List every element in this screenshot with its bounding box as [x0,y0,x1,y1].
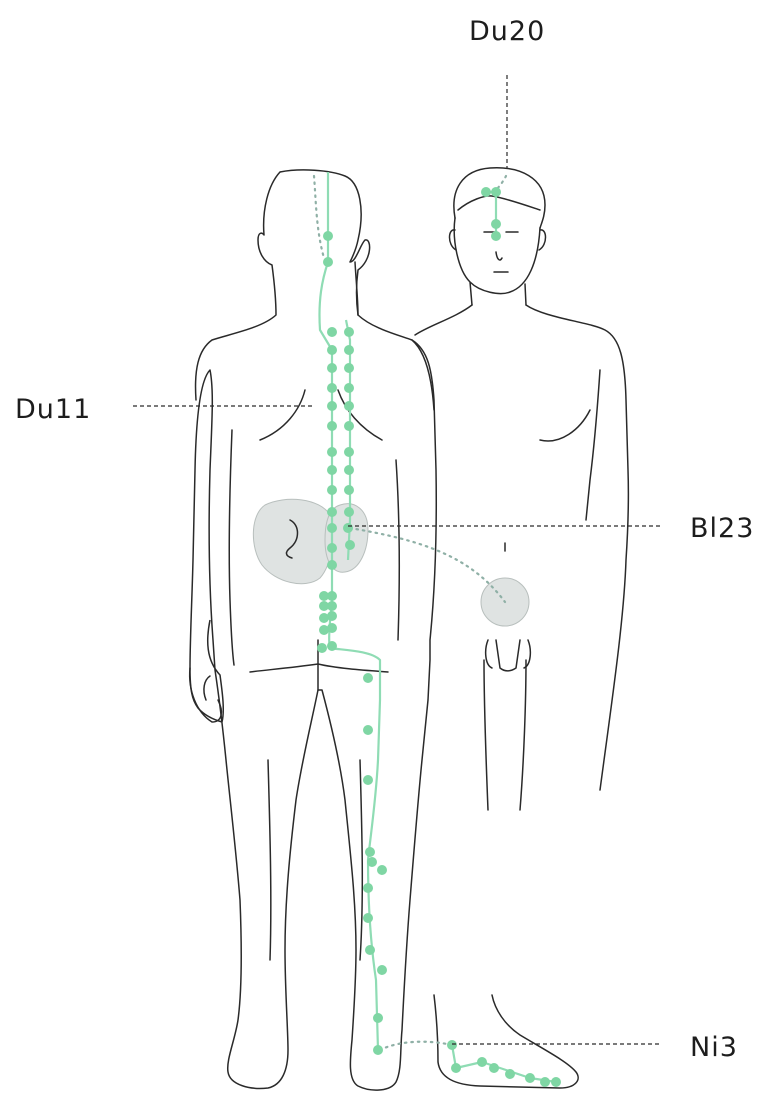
meridian-head-front [486,192,496,236]
acupoint-dot [491,219,501,229]
acupoint-dot [317,643,327,653]
acupoint-dot [327,465,337,475]
acupoint-dot [327,383,337,393]
ni3-label: Ni3 [690,1032,738,1063]
acupoint-dot [323,231,333,241]
acupoint-dot [327,641,337,651]
acupoint-dot [540,1077,550,1087]
acupoint-dot [345,540,355,550]
back-figure-outline [190,170,436,1090]
acupoint-dot [525,1073,535,1083]
acupoint-dot [319,601,329,611]
du20-label: Du20 [469,16,545,47]
acupoint-dot [327,363,337,373]
acupoint-dot [344,401,354,411]
front-figure-hairline [458,196,540,210]
front-figure-legs [484,660,526,810]
acupoint-dot [344,465,354,475]
acupoint-dot [491,187,501,197]
acupoint-dot [344,327,354,337]
acupoint-dot [327,560,337,570]
acupoint-dot [489,1063,499,1073]
acupoint-dot [447,1040,457,1050]
acupoint-dot [344,383,354,393]
acupoint-dot [327,345,337,355]
meridian-foot-line [452,1045,556,1082]
front-figure-face [454,218,540,305]
acupoint-dot [327,401,337,411]
front-figure-arm [540,370,600,520]
bl23-label: Bl23 [690,513,754,544]
front-figure-torso [415,305,628,790]
acupoint-dot [363,883,373,893]
acupoint-dot [319,625,329,635]
acupoint-dot [344,507,354,517]
acupoint-dot [319,613,329,623]
acupoint-dot [477,1057,487,1067]
acupoint-dot [327,543,337,553]
acupoint-dot [323,257,333,267]
acupoint-dot [344,447,354,457]
acupoint-dot [367,857,377,867]
acupoint-dot [365,847,375,857]
acupoint-dot [365,945,375,955]
acupoint-dot [327,485,337,495]
acupoint-dot [491,231,501,241]
acupoint-dot [327,523,337,533]
acupoint-dot [363,673,373,683]
acupoint-dot [363,775,373,785]
acupoint-dot [319,591,329,601]
front-figure [415,168,628,1088]
acupoint-dot [373,1045,383,1055]
acupoint-dot [327,421,337,431]
acupoint-dot [327,447,337,457]
front-figure-eyes [484,232,518,272]
back-figure [190,170,437,1090]
acupoint-dot [373,1013,383,1023]
acupoint-dot [481,187,491,197]
acupoint-dot [363,913,373,923]
acupoint-dot [505,1069,515,1079]
acupoint-dot [377,965,387,975]
acupoint-dot [343,523,353,533]
acupoint-dot [327,327,337,337]
acupoint-dot [451,1063,461,1073]
acupoint-dot [327,507,337,517]
front-figure-groin [486,640,531,671]
acupoint-dot [344,421,354,431]
acupoint-dot [363,725,373,735]
acupoint-dot [344,485,354,495]
acupoint-dot [377,865,387,875]
du11-label: Du11 [15,394,91,425]
acupoint-dot [344,363,354,373]
acupoint-dot [551,1077,561,1087]
acupoint-dot [344,345,354,355]
